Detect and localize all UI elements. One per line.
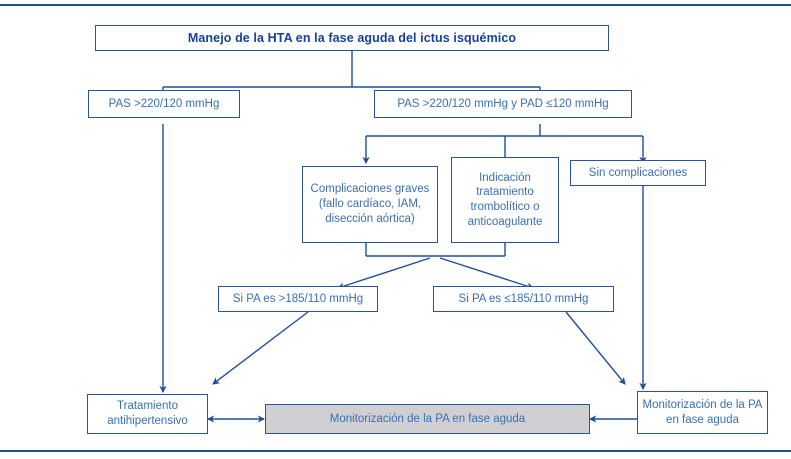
node-title[interactable]: Manejo de la HTA en la fase aguda del ic… (95, 25, 609, 51)
node-monitorizacion-derecha-line1: Monitorización de la PA (642, 398, 763, 411)
node-indicacion-line2: tratamiento (476, 186, 534, 199)
node-complicaciones-graves[interactable]: Complicaciones graves (fallo cardíaco, I… (302, 166, 438, 243)
node-monitorizacion-centro[interactable]: Monitorización de la PA en fase aguda (265, 404, 590, 434)
node-indicacion-line4: anticoagulante (467, 215, 543, 228)
node-pas-left[interactable]: PAS >220/120 mmHg (88, 90, 240, 118)
node-indicacion-tratamiento[interactable]: Indicación tratamiento trombolítico o an… (451, 157, 559, 243)
node-monitorizacion-derecha[interactable]: Monitorización de la PA en fase aguda (637, 391, 768, 434)
node-complicaciones-line3: disección aórtica) (325, 212, 415, 225)
node-indicacion-line3: trombolítico o (470, 201, 540, 213)
node-sin-complicaciones[interactable]: Sin complicaciones (570, 160, 706, 186)
node-sin-complicaciones-label: Sin complicaciones (588, 166, 688, 179)
node-monitorizacion-centro-label: Monitorización de la PA en fase aguda (329, 412, 526, 425)
node-tratamiento-antihipertensivo[interactable]: Tratamiento antihipertensivo (87, 394, 208, 434)
node-pas-right-label: PAS >220/120 mmHg y PAD ≤120 mmHg (397, 97, 609, 110)
node-pas-left-label: PAS >220/120 mmHg (108, 97, 220, 110)
node-pas-right[interactable]: PAS >220/120 mmHg y PAD ≤120 mmHg (374, 90, 632, 118)
node-pa-mayor-label: Si PA es >185/110 mmHg (232, 292, 364, 305)
node-title-label: Manejo de la HTA en la fase aguda del ic… (187, 31, 517, 45)
bottom-divider-rule (0, 450, 791, 452)
node-pa-mayor[interactable]: Si PA es >185/110 mmHg (218, 286, 378, 312)
node-tratamiento-line2: antihipertensivo (107, 415, 188, 427)
connector-pa-menor-to-monitorizacion (565, 311, 626, 385)
connector-pa-mayor-to-tratamiento (212, 311, 309, 385)
node-complicaciones-line1: Complicaciones graves (310, 183, 430, 196)
connector-mid-to-pa-mayor (336, 257, 431, 290)
node-tratamiento-line1: Tratamiento (117, 400, 178, 413)
node-monitorizacion-derecha-line2: en fase aguda (666, 413, 739, 426)
node-pa-menor-label: Si PA es ≤185/110 mmHg (458, 292, 589, 305)
node-indicacion-line1: Indicación (479, 171, 531, 184)
top-divider-rule (0, 4, 791, 6)
connector-mid-to-pa-menor (439, 257, 535, 290)
node-pa-menor[interactable]: Si PA es ≤185/110 mmHg (433, 286, 614, 312)
node-complicaciones-line2: (fallo cardíaco, IAM, (318, 198, 422, 211)
